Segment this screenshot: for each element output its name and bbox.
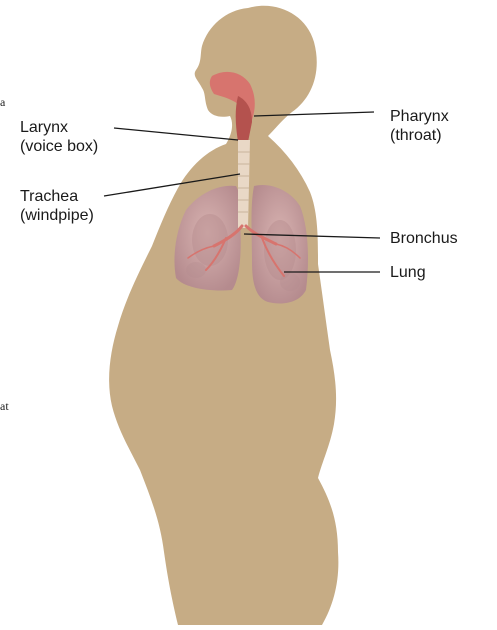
trachea-label-line2: (windpipe): [20, 206, 94, 225]
pharynx-label-line1: Pharynx: [390, 107, 449, 126]
trachea-label: Trachea (windpipe): [20, 187, 94, 225]
left-edge-fragment-top: a: [0, 95, 5, 110]
pharynx-label-line2: (throat): [390, 126, 449, 145]
trachea-label-line1: Trachea: [20, 187, 94, 206]
lung-label: Lung: [390, 263, 426, 282]
body-silhouette: [109, 6, 338, 625]
pharynx-label: Pharynx (throat): [390, 107, 449, 145]
larynx-label: Larynx (voice box): [20, 118, 98, 156]
bronchus-label: Bronchus: [390, 229, 458, 248]
trachea-shape: [238, 140, 250, 228]
larynx-label-line2: (voice box): [20, 137, 98, 156]
left-edge-fragment-bottom: at: [0, 399, 9, 414]
larynx-label-line1: Larynx: [20, 118, 98, 137]
larynx-leader: [114, 128, 238, 140]
